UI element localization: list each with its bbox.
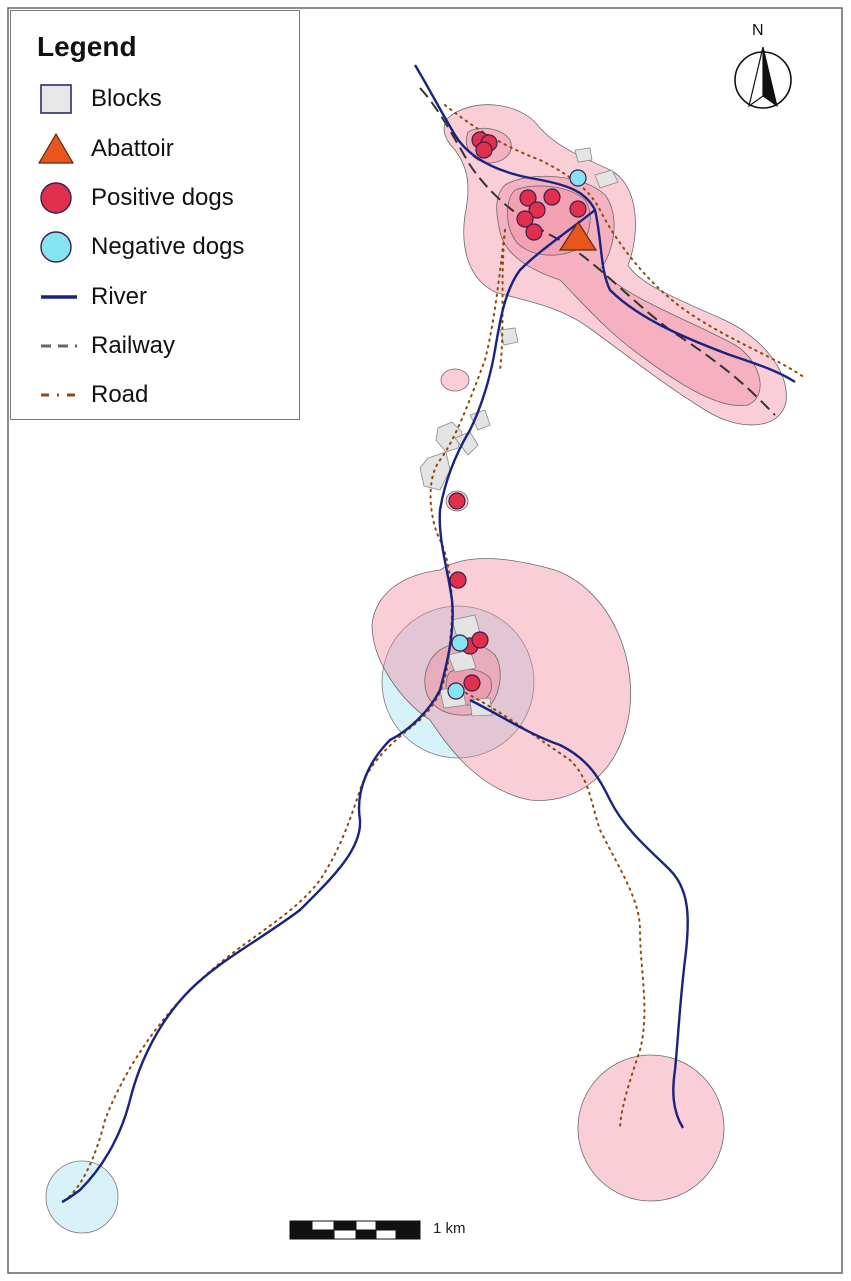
road-dotted-line-icon (41, 393, 77, 397)
river-main (413, 64, 796, 383)
legend-title: Legend (37, 31, 137, 62)
road-branch-southeast (459, 689, 646, 1131)
density-zone-central-outer (371, 558, 632, 801)
density-zone-small (440, 368, 470, 392)
river-line-icon (41, 295, 77, 299)
positive-dog-point (475, 141, 493, 159)
road-main-south (64, 229, 506, 1201)
positive-dog-point (525, 223, 543, 241)
abattoir-triangle-icon (37, 132, 75, 164)
blocks-icon (40, 84, 72, 114)
positive-dog-point (528, 201, 546, 219)
road-layer (64, 104, 806, 1201)
river-layer (61, 64, 796, 1204)
positive-dog-point (448, 492, 466, 510)
positive-density-zones (371, 104, 787, 1202)
negative-dog-circle-icon (40, 231, 72, 263)
density-zone-southeast (577, 1054, 725, 1202)
positive-dog-point (449, 571, 467, 589)
legend-label-blocks: Blocks (91, 85, 162, 112)
negative-dog-point (569, 169, 587, 187)
map-legend: Legend Blocks Abattoir Positive dogs Neg… (10, 10, 300, 420)
legend-label-abattoir: Abattoir (91, 135, 174, 162)
positive-dog-point (543, 188, 561, 206)
scale-bar-label: 1 km (433, 1220, 466, 1237)
road-secondary (499, 229, 506, 371)
legend-label-positive-dogs: Positive dogs (91, 184, 234, 211)
legend-label-river: River (91, 283, 148, 310)
north-arrow-icon (734, 46, 792, 109)
north-arrow-label: N (752, 22, 764, 39)
legend-item-railway: Railway (11, 324, 299, 368)
legend-item-abattoir: Abattoir (11, 127, 299, 171)
legend-label-railway: Railway (91, 332, 176, 359)
legend-item-blocks: Blocks (11, 77, 299, 121)
river-central (61, 209, 596, 1204)
positive-dogs-layer (448, 131, 587, 692)
positive-dog-point (516, 210, 534, 228)
legend-label-negative-dogs: Negative dogs (91, 233, 245, 260)
map-frame (7, 7, 843, 1274)
positive-dog-point (471, 631, 489, 649)
positive-dog-circle-icon (40, 182, 72, 214)
positive-dog-point (463, 674, 481, 692)
positive-dog-point (519, 189, 537, 207)
scale-bar (289, 1220, 421, 1240)
negative-dogs-layer (447, 169, 587, 700)
road-main-north (444, 104, 806, 379)
density-zone-north-outer (443, 104, 787, 426)
legend-item-road: Road (11, 373, 299, 417)
legend-item-river: River (11, 275, 299, 319)
legend-item-negative-dogs: Negative dogs (11, 225, 299, 269)
negative-buffer-southwest (45, 1160, 119, 1234)
railway-dashed-line-icon (41, 344, 77, 348)
legend-label-road: Road (91, 381, 149, 408)
river-southeast-branch (469, 698, 689, 1129)
positive-dog-point (569, 200, 587, 218)
legend-item-positive-dogs: Positive dogs (11, 176, 299, 220)
negative-dog-point (451, 634, 469, 652)
negative-dog-point (447, 682, 465, 700)
abattoir-marker (558, 220, 598, 251)
